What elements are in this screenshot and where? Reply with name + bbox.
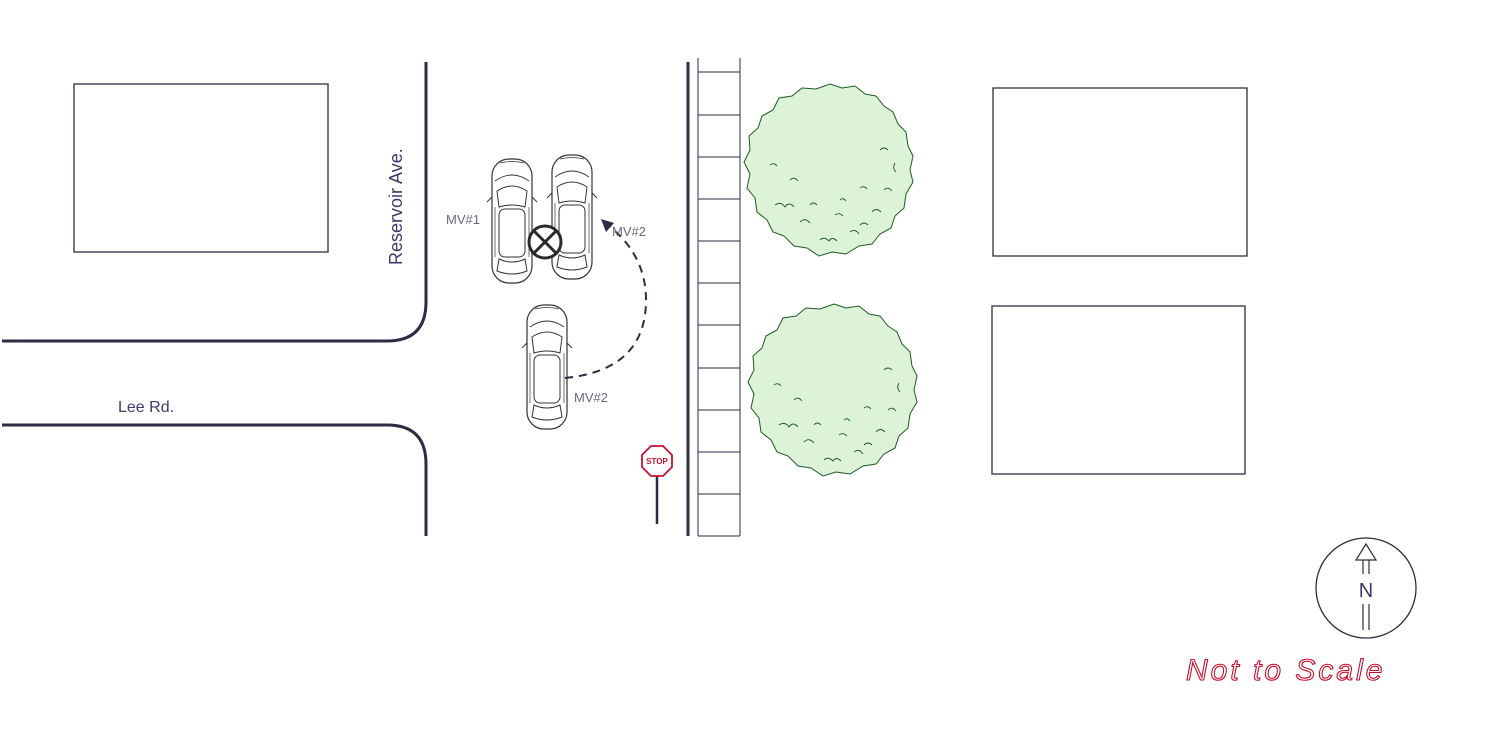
- vehicle-label-mv2: MV#2: [574, 390, 608, 405]
- compass-letter: N: [1359, 580, 1373, 602]
- car-icon: [521, 304, 573, 430]
- arrow-head-icon: [601, 219, 614, 232]
- vehicle-label-mv2-path: MV#2: [612, 224, 646, 239]
- mv2-travel-path: [564, 224, 648, 379]
- stop-sign-icon: STOP: [641, 445, 673, 524]
- curb-northwest: [2, 62, 428, 343]
- street-name-reservoir: Reservoir Ave.: [386, 148, 406, 265]
- tree-icon: [747, 303, 918, 477]
- car-icon: [546, 154, 598, 280]
- building-northwest: [73, 83, 329, 253]
- stop-sign-text: STOP: [646, 457, 668, 466]
- car-icon: [486, 158, 538, 284]
- vehicle-label-mv1: MV#1: [446, 212, 480, 227]
- sidewalk: [697, 58, 741, 537]
- building-east: [991, 305, 1246, 475]
- tree-icon: [743, 83, 914, 257]
- north-arrow-icon: N: [1315, 537, 1417, 639]
- street-name-lee: Lee Rd.: [118, 399, 174, 416]
- building-northeast: [992, 87, 1248, 257]
- scale-note: Not to Scale: [1186, 654, 1385, 687]
- impact-x-icon: [527, 224, 563, 260]
- curb-southwest: [2, 423, 428, 536]
